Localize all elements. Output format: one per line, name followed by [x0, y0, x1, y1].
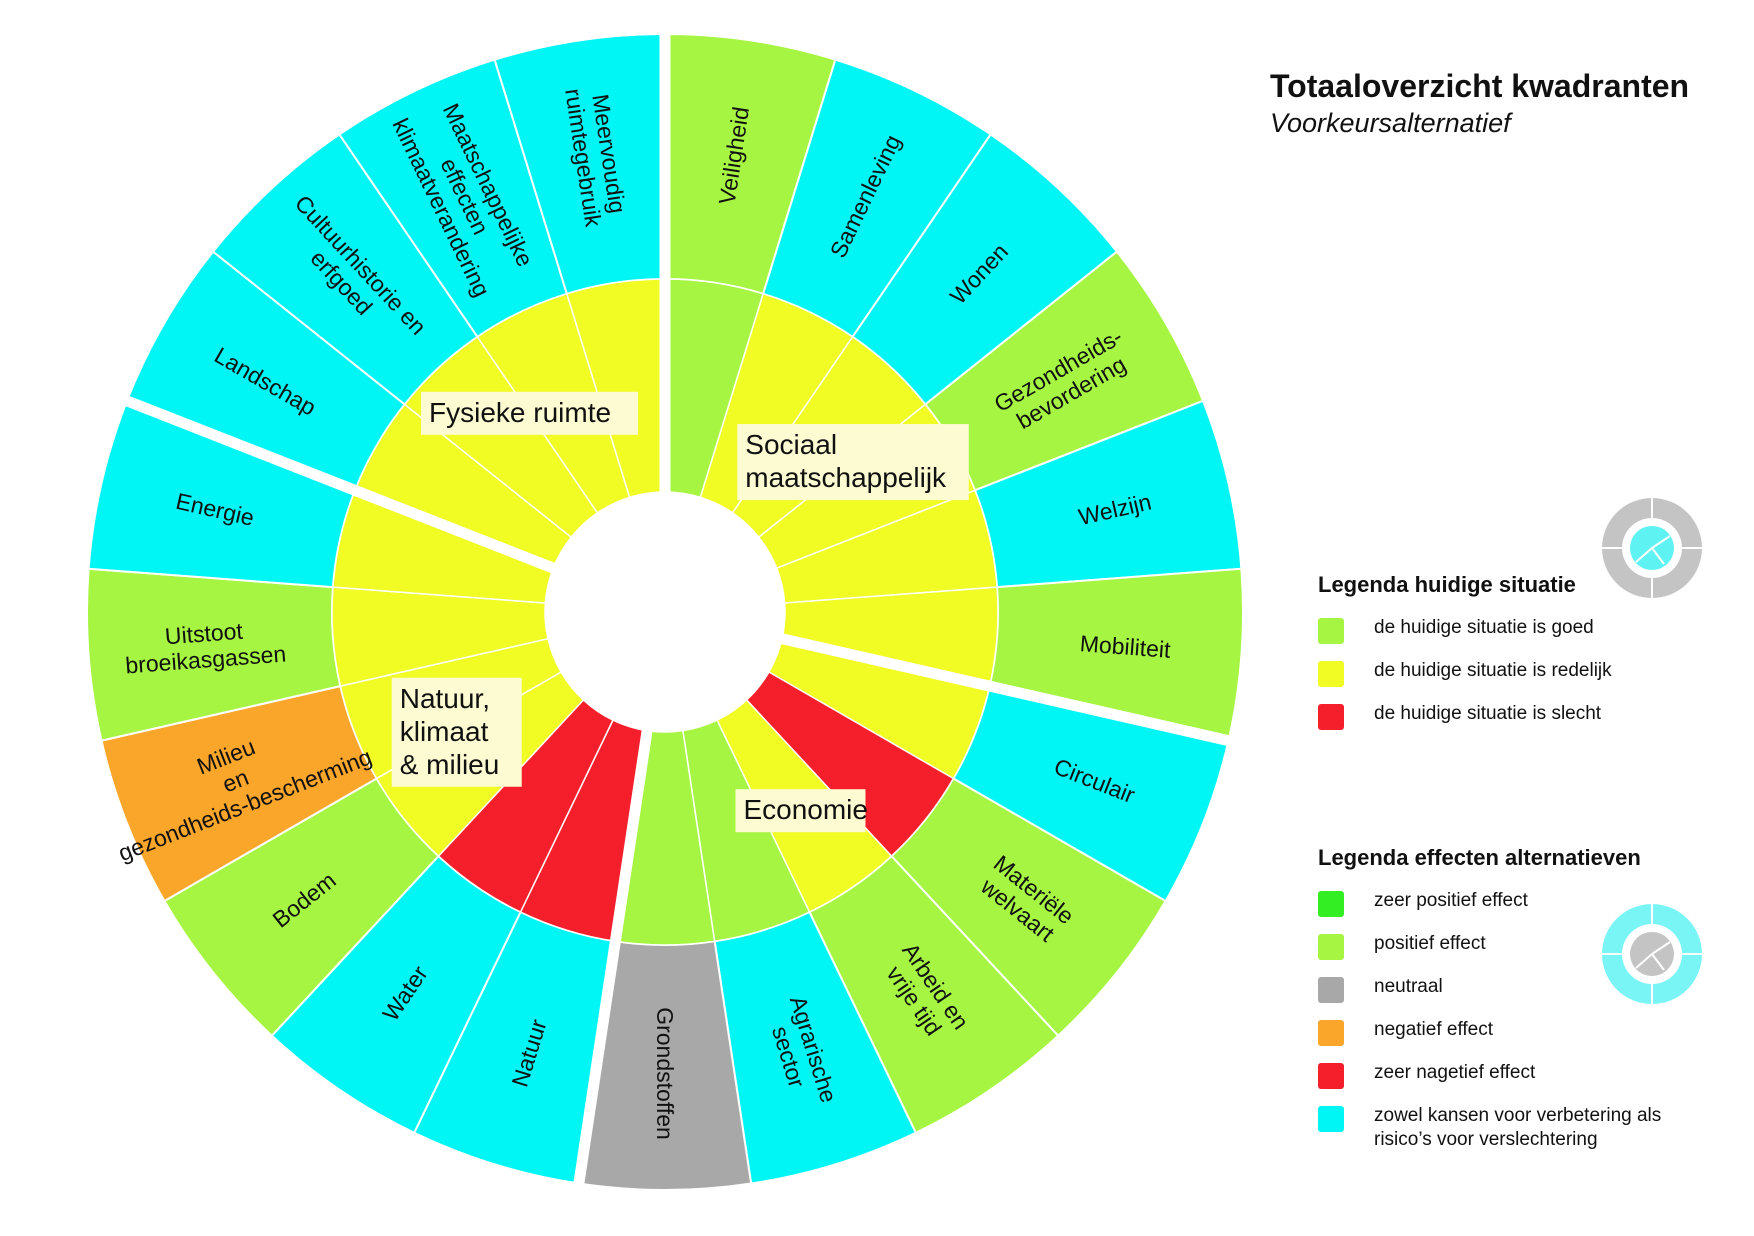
legend-item: negatief effect [1318, 1018, 1674, 1061]
quadrant-label-line: klimaat [400, 716, 489, 747]
quadrant-label-line: maatschappelijk [745, 462, 947, 493]
quadrant-label-line: Fysieke ruimte [429, 397, 611, 428]
wheel-center-hole [545, 492, 785, 732]
legend-item: zowel kansen voor verbetering als risico… [1318, 1104, 1674, 1164]
mini-wheel-current-icon [1602, 498, 1702, 598]
legend-label: neutraal [1374, 976, 1443, 997]
legend-label: de huidige situatie is goed [1374, 617, 1594, 638]
quadrant-separators [119, 28, 1236, 1191]
legend-label: zeer nagetief effect [1374, 1062, 1536, 1083]
legend-label: de huidige situatie is redelijk [1374, 660, 1612, 681]
page-subtitle: Voorkeursalternatief [1270, 108, 1511, 138]
quadrant-separator [572, 725, 654, 1191]
outer-ring-effects [86, 32, 1244, 1191]
legend-current-title: Legenda huidige situatie [1318, 572, 1576, 597]
legend-swatch [1318, 891, 1344, 917]
legend-effects: Legenda effecten alternatieven zeer posi… [1318, 843, 1674, 1164]
quadrant-label-box [737, 424, 969, 501]
quadrant-label-text: Fysieke ruimte [429, 397, 611, 428]
legend-swatch [1318, 1106, 1344, 1132]
legend-swatch [1318, 661, 1344, 687]
legend-item: zeer positief effect [1318, 889, 1674, 932]
quadrant-label-line: Natuur, [400, 683, 490, 714]
page-title: Totaaloverzicht kwadranten [1270, 68, 1690, 104]
quadrant-label-line: Economie [743, 794, 868, 825]
quadrant-label-natuur: Natuur,klimaat& milieu [391, 677, 522, 787]
title-block: Totaaloverzicht kwadranten Voorkeursalte… [1270, 66, 1689, 140]
quadrant-separator [119, 393, 560, 575]
legend-label: zeer positief effect [1374, 890, 1528, 911]
quadrant-label-line: Sociaal [745, 429, 837, 460]
legend-label: positief effect [1374, 933, 1486, 954]
mini-wheel-effects-icon [1602, 904, 1702, 1004]
legend-item: positief effect [1318, 932, 1674, 975]
quadrant-label-line: & milieu [400, 749, 500, 780]
quadrant-label-economie: Economie [735, 789, 868, 833]
quadrant-label-fysiek: Fysieke ruimte [421, 391, 639, 435]
legend-item: de huidige situatie is redelijk [1318, 659, 1612, 702]
quadrant-label-box [391, 677, 522, 787]
legend-swatch [1318, 977, 1344, 1003]
segment-label-grondstoffen: Grondstoffen [652, 1007, 678, 1140]
quadrant-label-box [421, 391, 639, 435]
legend-item: zeer nagetief effect [1318, 1061, 1674, 1104]
legend-effects-title: Legenda effecten alternatieven [1318, 845, 1641, 870]
legend-label: negatief effect [1374, 1019, 1494, 1040]
segment-label-line: Uitstoot [164, 618, 244, 650]
quadrant-label-text: Economie [743, 794, 868, 825]
quadrant-label-box [735, 789, 866, 833]
legend-swatch [1318, 934, 1344, 960]
legend-item: neutraal [1318, 975, 1674, 1018]
legend-item: de huidige situatie is slecht [1318, 702, 1612, 745]
legend-swatch [1318, 1020, 1344, 1046]
legend-label: zowel kansen voor verbetering als risico… [1374, 1105, 1662, 1150]
legend-swatch [1318, 1063, 1344, 1089]
legend-item: de huidige situatie is goed [1318, 616, 1612, 659]
legend-label: de huidige situatie is slecht [1374, 703, 1602, 724]
quadrant-separator [776, 632, 1236, 748]
segment-label-line: Grondstoffen [652, 1007, 678, 1140]
quadrant-label-text: Natuur,klimaat& milieu [400, 683, 500, 780]
legend-current-situation: Legenda huidige situatie de huidige situ… [1318, 570, 1612, 745]
legend-swatch [1318, 618, 1344, 644]
legend-swatch [1318, 704, 1344, 730]
